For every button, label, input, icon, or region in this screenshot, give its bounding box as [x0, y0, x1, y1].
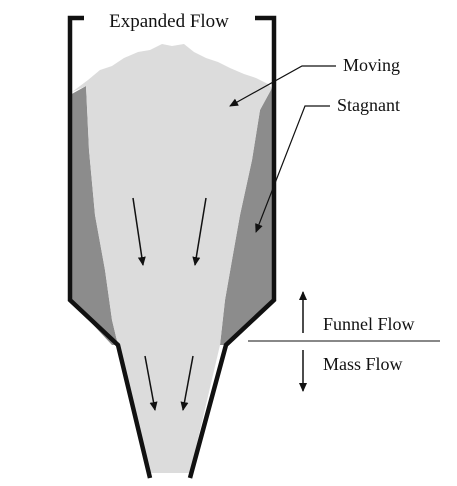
moving-region — [72, 44, 272, 473]
flow-arrow-upper-right — [192, 197, 207, 266]
funnel-flow-label: Funnel Flow — [323, 314, 415, 334]
title-label: Expanded Flow — [109, 11, 229, 32]
stagnant-label: Stagnant — [337, 95, 400, 115]
flow-arrow-lower-right — [180, 355, 194, 411]
moving-leader-arrow — [229, 65, 336, 107]
stagnant-zone-right — [220, 88, 274, 345]
flow-arrow-lower-left — [144, 355, 158, 411]
stagnant-leader-arrow — [255, 105, 330, 233]
flow-arrow-upper-left — [132, 197, 146, 266]
stagnant-zone-left — [70, 86, 118, 345]
bin-outline — [67, 15, 277, 479]
moving-label: Moving — [343, 55, 400, 75]
mass-flow-label: Mass Flow — [323, 354, 403, 374]
